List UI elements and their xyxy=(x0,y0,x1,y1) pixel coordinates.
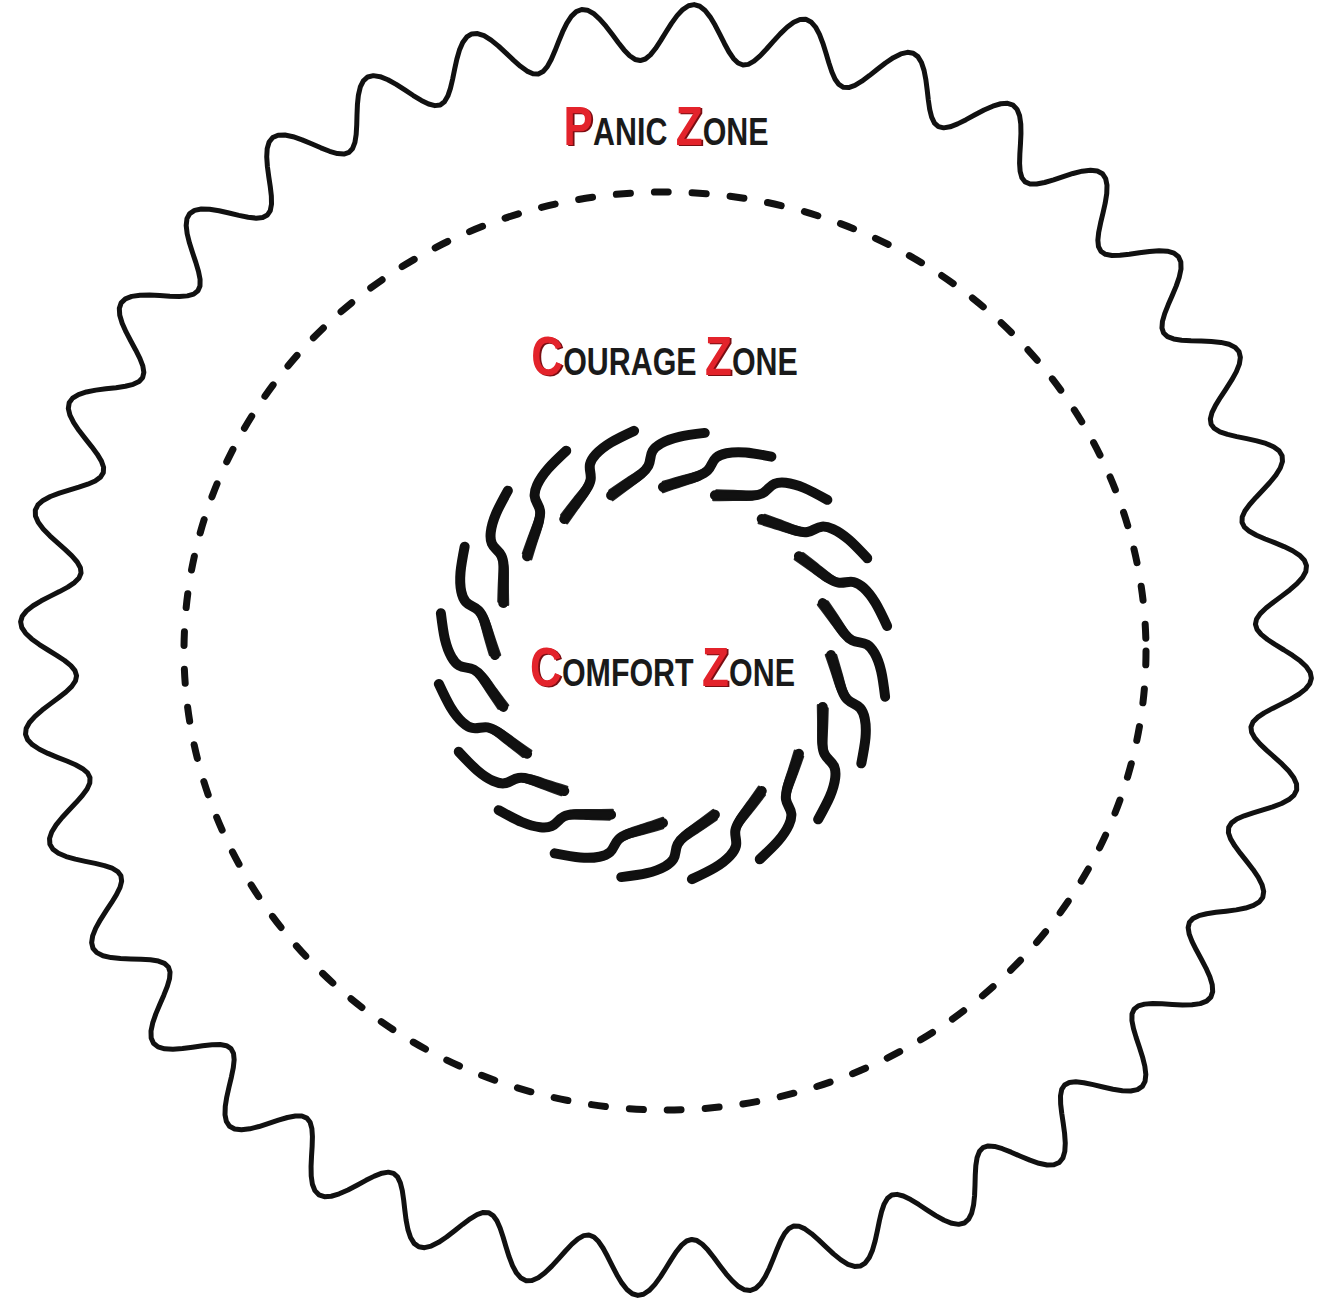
zone-label: PANIC ZONE xyxy=(0,96,1332,157)
brush-stroke xyxy=(765,515,870,557)
brush-stroke xyxy=(553,828,663,861)
brush-stroke xyxy=(820,708,838,821)
brush-stroke xyxy=(692,791,762,879)
brush-stroke xyxy=(826,655,863,762)
brush-stroke xyxy=(488,489,506,602)
brush-stroke xyxy=(716,480,829,498)
brush-stroke xyxy=(663,449,773,482)
letter-run: OMFORT xyxy=(562,652,694,694)
brush-stroke xyxy=(523,449,565,554)
label-space xyxy=(667,111,675,153)
brush-ring xyxy=(436,428,889,881)
initial-letter: Z xyxy=(676,95,703,157)
label-run: PANIC ZONE xyxy=(564,96,769,157)
brush-stroke xyxy=(828,602,888,698)
zone-label: COURAGE ZONE xyxy=(178,326,1152,387)
zone-region: COURAGE ZONECOMFORT ZONE xyxy=(178,186,1152,1116)
initial-letter: Z xyxy=(703,636,730,698)
brush-stroke xyxy=(443,614,508,706)
label-run: COMFORT ZONE xyxy=(531,637,796,698)
brush-stroke xyxy=(803,553,890,625)
initial-letter: Z xyxy=(705,325,732,387)
zone-outline xyxy=(178,186,1152,1116)
brush-stroke xyxy=(692,795,764,882)
label-space xyxy=(697,341,705,383)
brush-stroke xyxy=(497,812,610,830)
initial-letter: C xyxy=(532,325,564,387)
letter-run: ANIC xyxy=(593,111,667,153)
brush-stroke xyxy=(561,428,633,515)
brush-stroke xyxy=(457,545,490,655)
brush-stroke xyxy=(564,431,634,519)
brush-stroke xyxy=(761,757,803,862)
brush-stroke xyxy=(613,435,705,500)
brush-stroke xyxy=(436,684,523,756)
label-space xyxy=(694,652,702,694)
initial-letter: C xyxy=(531,636,563,698)
initial-letter: P xyxy=(564,95,593,157)
brush-stroke xyxy=(818,605,883,697)
brush-stroke xyxy=(622,810,714,875)
zone-label: COMFORT ZONE xyxy=(438,637,888,698)
letter-run: ONE xyxy=(732,341,798,383)
zone-region: COMFORT ZONE xyxy=(438,425,888,885)
brush-stroke xyxy=(439,684,527,754)
letter-run: ONE xyxy=(730,652,796,694)
dashed-outline xyxy=(184,192,1146,1110)
wavy-outline xyxy=(21,5,1312,1296)
letter-run: ONE xyxy=(703,111,769,153)
brush-stroke xyxy=(799,556,887,626)
brush-stroke xyxy=(836,655,869,765)
brush-stroke xyxy=(457,753,562,795)
label-run: COURAGE ZONE xyxy=(532,326,799,387)
letter-run: OURAGE xyxy=(564,341,697,383)
brush-stroke xyxy=(463,548,500,655)
brush-stroke xyxy=(556,818,663,855)
brush-stroke xyxy=(663,455,770,492)
